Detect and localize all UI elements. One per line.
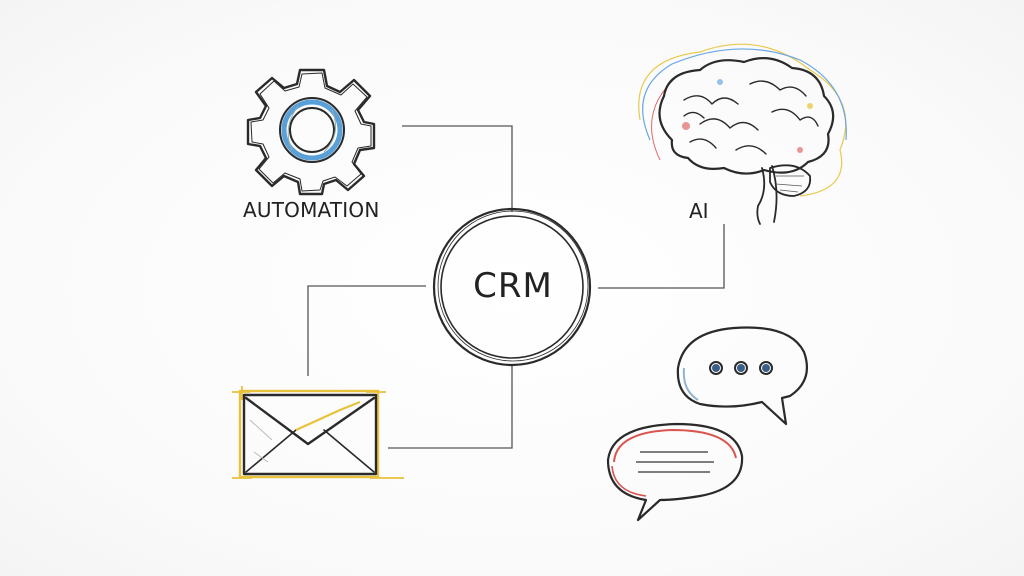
crm-node (432, 207, 592, 367)
brain-icon (638, 43, 847, 225)
connectors (307, 125, 725, 449)
ai-label: AI (689, 199, 709, 223)
crm-label: CRM (473, 266, 553, 306)
crm-sketch-ring (437, 210, 589, 362)
automation-label: AUTOMATION (243, 198, 380, 222)
chat-bubbles-icon (606, 326, 808, 522)
connector-email-top (307, 285, 426, 376)
connector-ai (598, 224, 725, 289)
connector-email-bottom (388, 364, 513, 449)
crm-inner-ring (440, 215, 584, 359)
crm-outer-ring (432, 207, 592, 367)
gear-icon (246, 68, 376, 196)
connector-automation (402, 125, 513, 212)
envelope-icon (232, 386, 404, 479)
